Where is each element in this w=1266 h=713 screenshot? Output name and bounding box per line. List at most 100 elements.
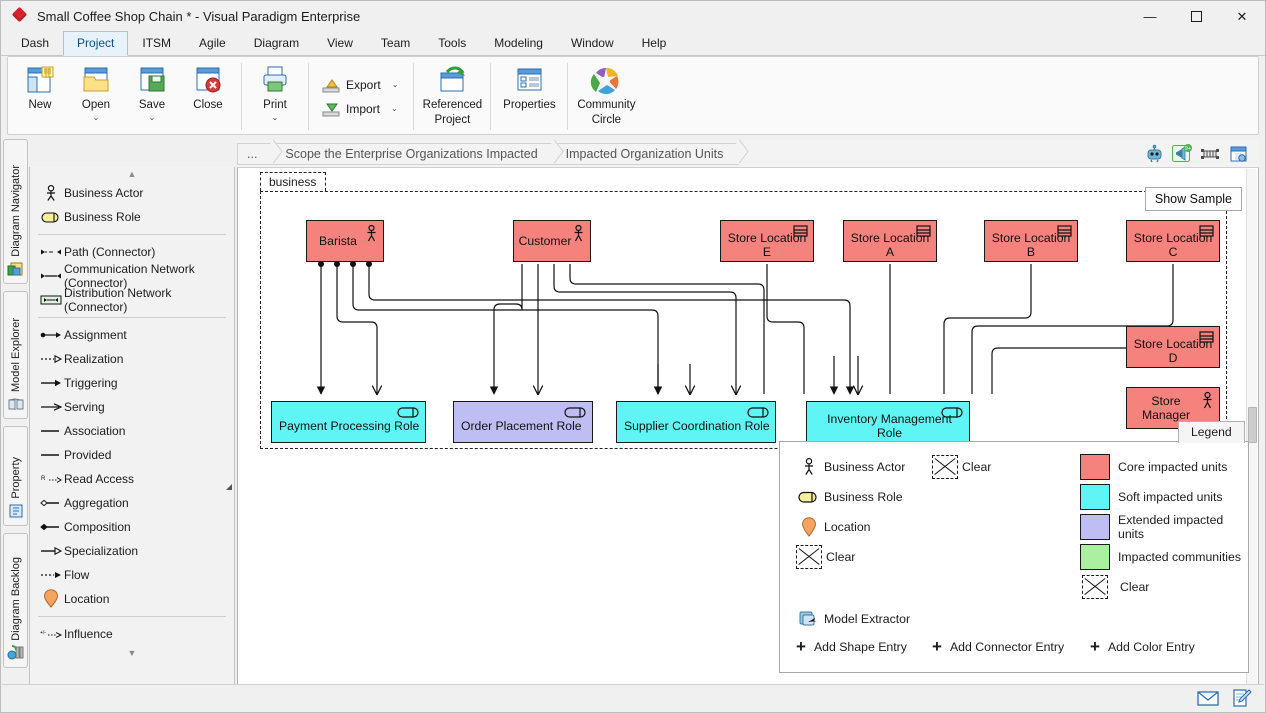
legend-title-tab[interactable]: Legend (1178, 421, 1245, 443)
sidebar-tab-diagram-navigator[interactable]: Diagram Navigator (3, 139, 28, 284)
location-icon (38, 590, 64, 608)
menu-tab-dash[interactable]: Dash (7, 31, 63, 55)
node-order-placement-role[interactable]: Order Placement Role (453, 401, 593, 443)
properties-button[interactable]: Properties (496, 59, 562, 134)
legend-entry-color-clear[interactable]: Clear (1080, 572, 1248, 602)
node-payment-processing-role[interactable]: Payment Processing Role (271, 401, 426, 443)
new-button[interactable]: New (12, 59, 68, 134)
palette-item-path-connector[interactable]: Path (Connector) (30, 240, 234, 264)
specialization-icon (38, 546, 64, 556)
palette-scroll-up-button[interactable]: ▲ (30, 167, 234, 181)
business-actor-icon (365, 225, 378, 242)
node-store-location-d[interactable]: Store Location D (1126, 326, 1220, 368)
node-store-location-a[interactable]: Store Location A (843, 220, 937, 262)
palette-item-realization[interactable]: Realization (30, 347, 234, 371)
import-button[interactable]: Import ⌄ (318, 97, 404, 121)
save-button[interactable]: Save ⌄ (124, 59, 180, 134)
palette-item-assignment[interactable]: Assignment (30, 323, 234, 347)
chatbot-icon[interactable] (1143, 143, 1165, 164)
palette-item-triggering[interactable]: Triggering (30, 371, 234, 395)
menu-tab-team[interactable]: Team (367, 31, 424, 55)
note-edit-icon[interactable] (1230, 687, 1254, 709)
community-circle-button[interactable]: Community Circle (573, 59, 639, 134)
left-tab-strip: Diagram Navigator Model Explorer Propert… (2, 139, 28, 691)
breadcrumb-item-current[interactable]: Impacted Organization Units (554, 143, 740, 165)
palette-item-read-access[interactable]: R Read Access (30, 467, 234, 491)
export-dropdown-caret[interactable]: ⌄ (392, 80, 399, 89)
legend-entry-impacted-communities[interactable]: Impacted communities (1080, 542, 1248, 572)
sidebar-tab-diagram-backlog[interactable]: Diagram Backlog (3, 533, 28, 668)
minimize-button[interactable]: — (1127, 1, 1173, 32)
fit-width-icon[interactable] (1199, 143, 1221, 164)
node-supplier-coordination-role[interactable]: Supplier Coordination Role (616, 401, 776, 443)
legend-entry-core-impacted[interactable]: Core impacted units (1080, 452, 1248, 482)
palette-item-distribution-network[interactable]: Distribution Network (Connector) (30, 288, 234, 312)
print-dropdown-caret[interactable]: ⌄ (272, 113, 279, 122)
palette-item-communication-network[interactable]: Communication Network (Connector) (30, 264, 234, 288)
legend-entry-connector-clear[interactable]: Clear (930, 452, 1090, 482)
save-dropdown-caret[interactable]: ⌄ (149, 113, 156, 122)
palette-item-serving[interactable]: Serving (30, 395, 234, 419)
menu-tab-help[interactable]: Help (628, 31, 681, 55)
legend-entry-location[interactable]: Location (794, 512, 944, 542)
ribbon-separator-2 (308, 63, 309, 130)
menu-tab-project[interactable]: Project (63, 31, 128, 56)
menu-tab-diagram[interactable]: Diagram (240, 31, 313, 55)
diagram-backlog-label: Diagram Backlog (10, 554, 22, 644)
window-settings-icon[interactable] (1227, 143, 1249, 164)
menu-tab-view[interactable]: View (313, 31, 367, 55)
node-inventory-management-role[interactable]: Inventory Management Role (806, 401, 970, 443)
breadcrumb-item-scope[interactable]: Scope the Enterprise Organizations Impac… (273, 143, 553, 165)
breadcrumb-item-root[interactable]: ... (237, 143, 273, 165)
diagram-backlog-icon (7, 644, 25, 662)
menu-tab-modeling[interactable]: Modeling (480, 31, 557, 55)
maximize-button[interactable] (1173, 1, 1219, 32)
legend-entry-extended-impacted[interactable]: Extended impacted units (1080, 512, 1248, 542)
add-color-entry-button[interactable]: + Add Color Entry (1090, 640, 1195, 654)
palette-item-location[interactable]: Location (30, 587, 234, 611)
mail-icon[interactable] (1196, 687, 1220, 709)
legend-entry-business-actor[interactable]: Business Actor (794, 452, 944, 482)
close-project-button[interactable]: Close (180, 59, 236, 134)
add-shape-entry-button[interactable]: + Add Shape Entry (796, 640, 907, 654)
close-button[interactable]: ✕ (1219, 1, 1265, 32)
palette-scroll-down-button[interactable]: ▼ (30, 646, 234, 660)
node-store-location-e[interactable]: Store Location E (720, 220, 814, 262)
referenced-project-button[interactable]: Referenced Project (419, 59, 485, 134)
save-disk-icon (136, 63, 168, 97)
palette-item-composition[interactable]: Composition (30, 515, 234, 539)
legend-entry-shape-clear[interactable]: Clear (794, 542, 944, 572)
legend-model-extractor[interactable]: Model Extractor (794, 604, 910, 634)
sidebar-tab-model-explorer[interactable]: Model Explorer (3, 291, 28, 419)
show-sample-button[interactable]: Show Sample (1145, 187, 1242, 211)
palette-item-aggregation[interactable]: Aggregation (30, 491, 234, 515)
palette-item-business-role[interactable]: Business Role (30, 205, 234, 229)
import-dropdown-caret[interactable]: ⌄ (391, 104, 398, 113)
export-label: Export (346, 78, 381, 92)
palette-expand-corner[interactable] (226, 484, 232, 490)
menu-tab-window[interactable]: Window (557, 31, 628, 55)
menu-tab-itsm[interactable]: ITSM (128, 31, 185, 55)
palette-item-association[interactable]: Association (30, 419, 234, 443)
node-store-location-c[interactable]: Store Location C (1126, 220, 1220, 262)
palette-item-business-actor[interactable]: Business Actor (30, 181, 234, 205)
node-barista[interactable]: Barista (306, 220, 384, 262)
legend-entry-business-role[interactable]: Business Role (794, 482, 944, 512)
legend-entry-soft-impacted[interactable]: Soft impacted units (1080, 482, 1248, 512)
open-dropdown-caret[interactable]: ⌄ (93, 113, 100, 122)
node-store-location-b[interactable]: Store Location B (984, 220, 1078, 262)
announcement-icon[interactable]: 9+ (1171, 143, 1193, 164)
palette-item-specialization[interactable]: Specialization (30, 539, 234, 563)
add-connector-entry-button[interactable]: + Add Connector Entry (932, 640, 1064, 654)
palette-item-flow[interactable]: Flow (30, 563, 234, 587)
sidebar-tab-property[interactable]: Property (3, 426, 28, 526)
menu-tab-agile[interactable]: Agile (185, 31, 240, 55)
node-customer[interactable]: Customer (513, 220, 591, 262)
open-button[interactable]: Open ⌄ (68, 59, 124, 134)
scrollbar-thumb[interactable] (1248, 407, 1257, 443)
menu-tab-tools[interactable]: Tools (424, 31, 480, 55)
palette-item-influence[interactable]: +/- Influence (30, 622, 234, 646)
palette-item-provided[interactable]: Provided (30, 443, 234, 467)
export-button[interactable]: Export ⌄ (318, 73, 404, 97)
print-button[interactable]: Print ⌄ (247, 59, 303, 134)
